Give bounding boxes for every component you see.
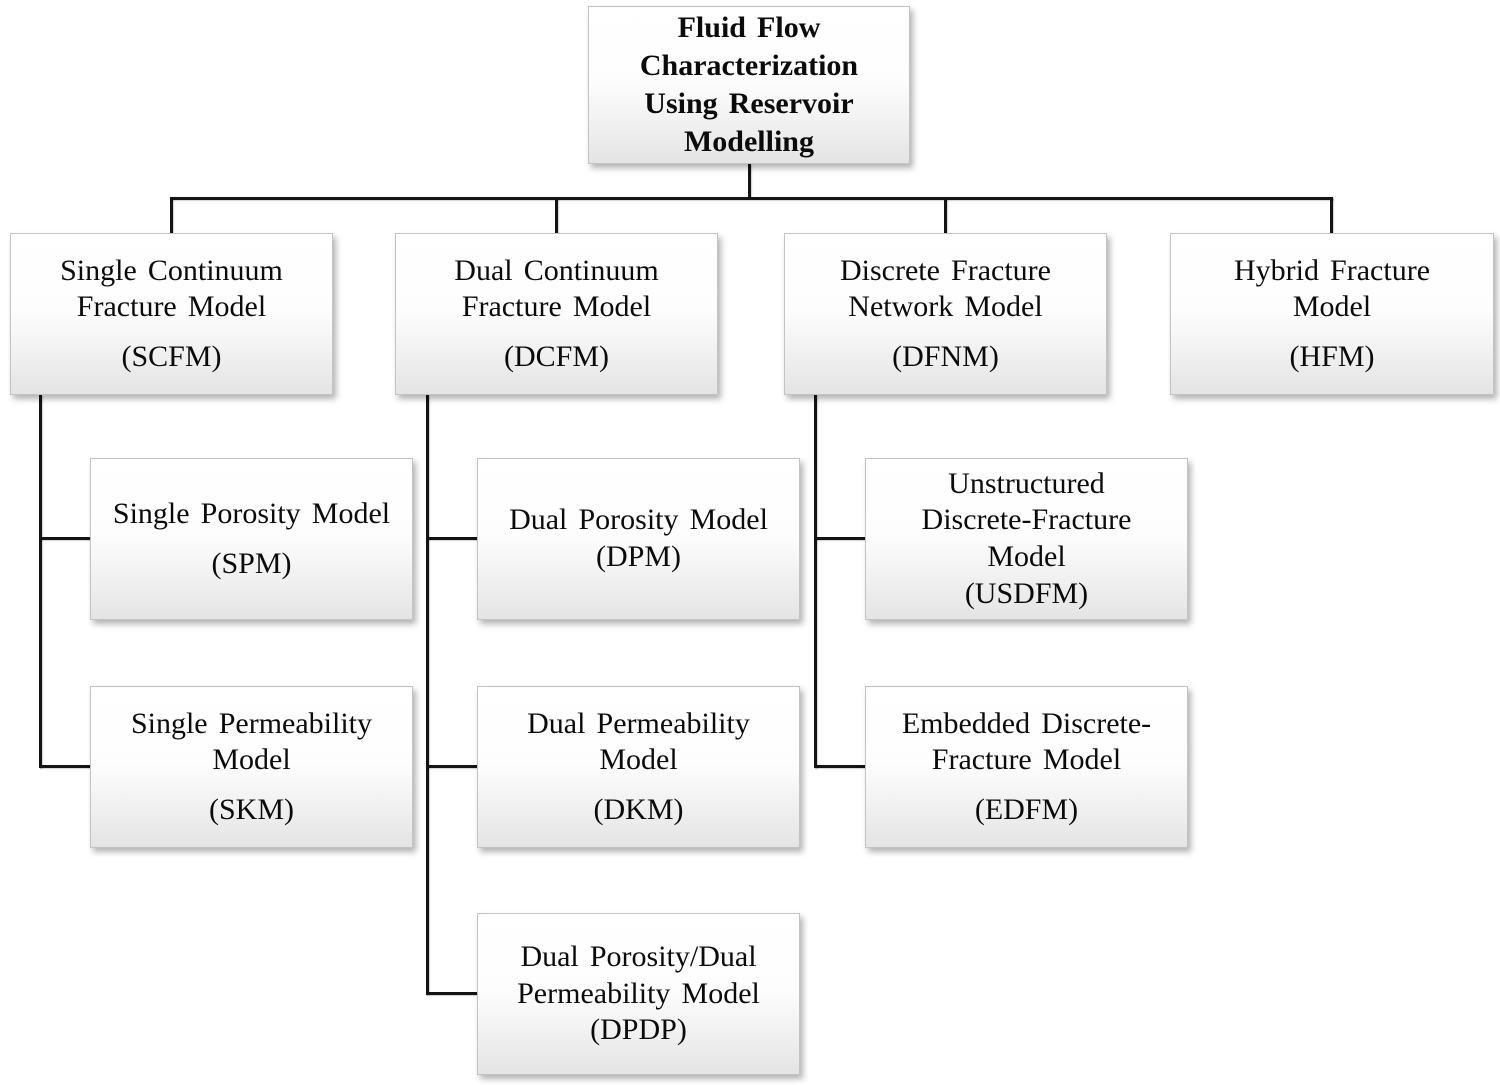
connector-dcfm-stub3 [426, 992, 477, 995]
connector-dcfm-vert [426, 395, 429, 995]
node-spm: Single Porosity Model (SPM) [90, 458, 413, 620]
node-dcfm-label: Dual Continuum Fracture Model [454, 253, 659, 324]
node-dcfm-acronym: (DCFM) [503, 339, 609, 373]
node-hfm-label: Hybrid Fracture Model [1233, 253, 1431, 324]
connector-drop-dfnm [944, 197, 947, 233]
node-scfm: Single Continuum Fracture Model (SCFM) [10, 233, 333, 395]
connector-dcfm-stub2 [426, 765, 477, 768]
node-dkm-acronym: (DKM) [593, 792, 684, 826]
connector-dfnm-stub1 [814, 537, 865, 540]
connector-drop-dcfm [555, 197, 558, 233]
node-edfm-acronym: (EDFM) [974, 792, 1079, 826]
node-dfnm-acronym: (DFNM) [892, 339, 999, 373]
node-dfnm-label: Discrete Fracture Network Model [840, 253, 1051, 324]
node-spm-label: Single Porosity Model [112, 496, 391, 530]
connector-dfnm-vert [814, 395, 817, 768]
node-usdfm-acronym: (USDFM) [964, 576, 1089, 610]
connector-scfm-stub2 [39, 765, 90, 768]
node-hfm-acronym: (HFM) [1289, 339, 1375, 373]
node-skm: Single Permeability Model (SKM) [90, 686, 413, 848]
node-dkm: Dual Permeability Model (DKM) [477, 686, 800, 848]
node-dkm-label: Dual Permeability Model [527, 706, 750, 777]
node-usdfm-label: Unstructured Discrete-Fracture Model [921, 466, 1132, 573]
node-dpm-label: Dual Porosity Model [509, 503, 768, 537]
node-spm-acronym: (SPM) [211, 546, 292, 580]
node-root: Fluid Flow Characterization Using Reserv… [588, 6, 910, 164]
node-dpdp: Dual Porosity/Dual Permeability Model (D… [477, 913, 800, 1075]
connector-drop-scfm [170, 197, 173, 233]
connector-bus [170, 197, 1333, 200]
connector-scfm-stub1 [39, 537, 90, 540]
node-dcfm: Dual Continuum Fracture Model (DCFM) [395, 233, 718, 395]
node-dpdp-acronym: (DPDP) [590, 1013, 687, 1047]
node-skm-acronym: (SKM) [208, 792, 294, 826]
node-root-label: Fluid Flow Characterization Using Reserv… [639, 11, 859, 158]
node-dpm: Dual Porosity Model (DPM) [477, 458, 800, 620]
node-usdfm: Unstructured Discrete-Fracture Model (US… [865, 458, 1188, 620]
node-scfm-acronym: (SCFM) [121, 339, 222, 373]
node-skm-label: Single Permeability Model [130, 706, 373, 777]
node-hfm: Hybrid Fracture Model (HFM) [1170, 233, 1494, 395]
connector-drop-hfm [1330, 197, 1333, 233]
node-dpdp-label: Dual Porosity/Dual Permeability Model [517, 940, 760, 1010]
node-edfm-label: Embedded Discrete- Fracture Model [901, 706, 1152, 777]
node-dfnm: Discrete Fracture Network Model (DFNM) [784, 233, 1107, 395]
node-scfm-label: Single Continuum Fracture Model [60, 253, 283, 324]
node-dpm-acronym: (DPM) [595, 540, 681, 573]
connector-root-stem [748, 164, 751, 198]
connector-dfnm-stub2 [814, 765, 865, 768]
connector-scfm-vert [39, 395, 42, 768]
node-edfm: Embedded Discrete- Fracture Model (EDFM) [865, 686, 1188, 848]
connector-dcfm-stub1 [426, 537, 477, 540]
